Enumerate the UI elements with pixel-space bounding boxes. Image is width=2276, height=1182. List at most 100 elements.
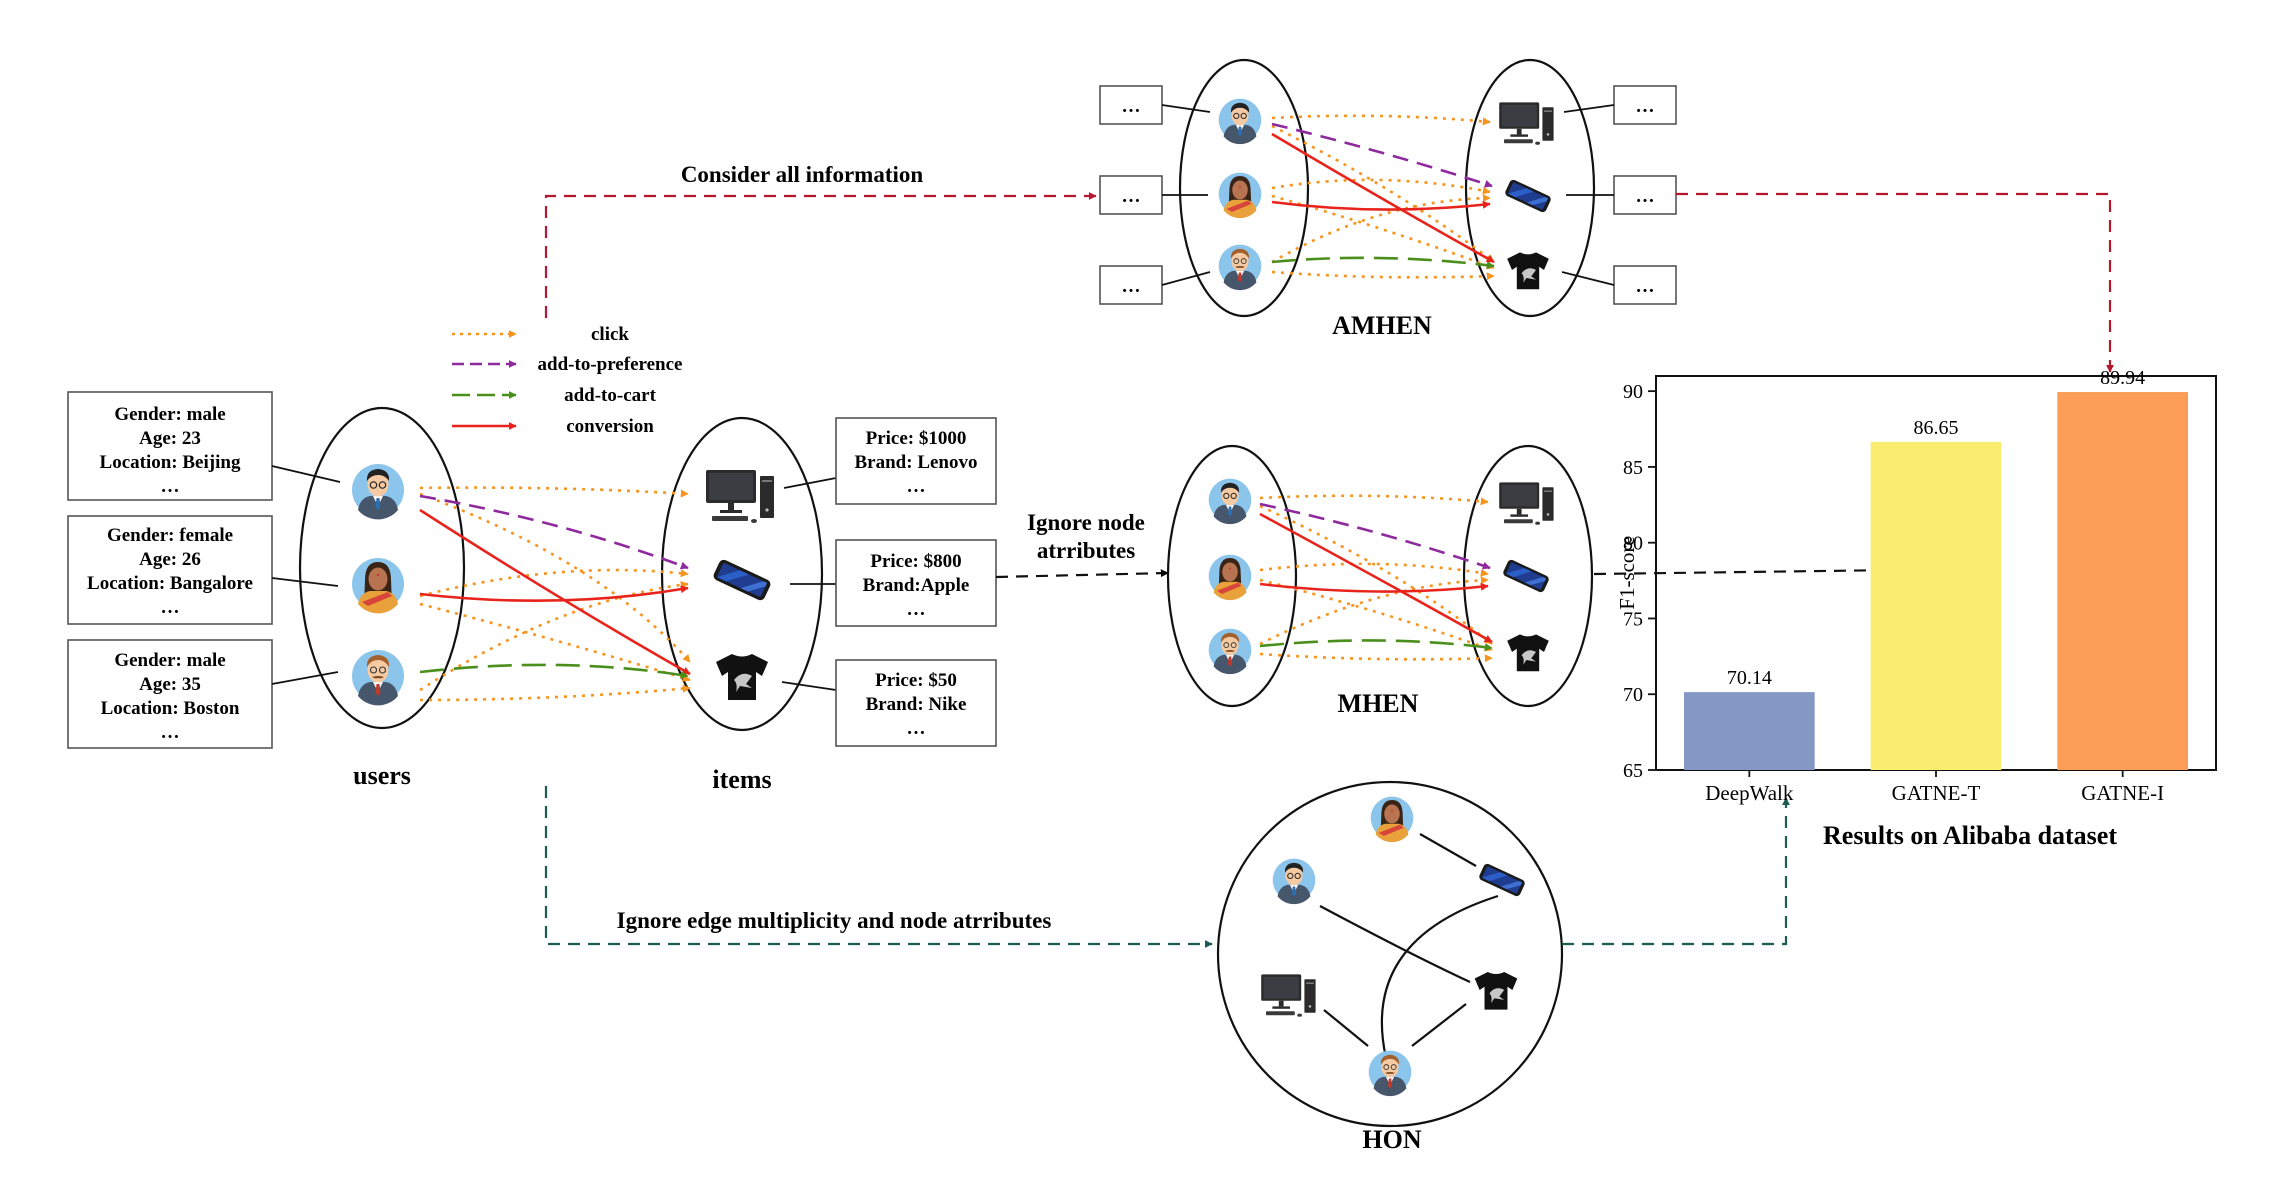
hon-label: HON xyxy=(1362,1125,1421,1154)
amhen-user-avatar-2 xyxy=(1218,172,1262,219)
mhen-users-group xyxy=(1166,444,1298,708)
y-tick-label-4: 85 xyxy=(1623,457,1643,479)
mhen-label: MHEN xyxy=(1338,689,1419,718)
amhen-items-group xyxy=(1464,58,1596,318)
arrow-hon-to-deepwalk xyxy=(1562,797,1790,946)
item-attr-1-line-2: Brand: Lenovo xyxy=(855,452,978,473)
user-avatar-1 xyxy=(351,463,405,520)
item-attr-2-line-3: … xyxy=(907,599,926,620)
tshirt-icon xyxy=(716,654,768,700)
hon-user-avatar-2 xyxy=(1370,796,1414,843)
arrow-ignore-edge-multiplicity xyxy=(544,786,1213,948)
user-attr-1-line-1: Gender: male xyxy=(114,404,225,425)
item-attr-1-line-3: … xyxy=(907,476,926,497)
user-attr-2-line-4: … xyxy=(161,597,180,618)
bar-deepwalk xyxy=(1684,692,1815,770)
left-edges xyxy=(419,486,691,702)
user-attr-1-line-3: Location: Beijing xyxy=(100,452,241,473)
mhen-edges xyxy=(1259,494,1493,663)
mhen-network: Ignore node atrributes MHEN xyxy=(995,444,1899,718)
y-tick-label-3: 80 xyxy=(1623,533,1643,555)
hon-phone-icon xyxy=(1477,862,1527,898)
hon-user-avatar-3 xyxy=(1368,1050,1412,1097)
chart-title: Results on Alibaba dataset xyxy=(1823,821,2117,850)
item-attr-box-2: Price: $800 Brand:Apple … xyxy=(835,539,997,627)
amhen-network: Consider all information … … … … … … xyxy=(544,58,2114,373)
amhen-tshirt-icon xyxy=(1507,252,1549,290)
user-attr-3-line-4: … xyxy=(161,722,180,743)
amhen-users-group xyxy=(1178,58,1310,318)
items-label: items xyxy=(712,765,771,794)
value-label-gatne-i: 89.94 xyxy=(2100,367,2145,389)
amhen-label: AMHEN xyxy=(1332,311,1432,340)
legend-conversion-label: conversion xyxy=(566,416,654,437)
mhen-user-avatar-2 xyxy=(1208,554,1252,601)
user-avatar-3 xyxy=(351,649,405,706)
y-tick-label-1: 70 xyxy=(1623,684,1643,706)
amhen-item-attr-1: … xyxy=(1636,96,1655,117)
arrow-ignore-node-attrs xyxy=(995,569,1169,579)
x-tick-label-gatne-t: GATNE-T xyxy=(1892,781,1981,805)
amhen-user-attr-1: … xyxy=(1122,96,1141,117)
item-attr-2-line-1: Price: $800 xyxy=(870,551,961,572)
value-label-gatne-t: 86.65 xyxy=(1914,417,1959,439)
users-label: users xyxy=(353,761,411,790)
y-tick-label-0: 65 xyxy=(1623,760,1643,782)
arrow-consider-all xyxy=(544,192,1097,318)
chart-y-axis-label: F1-score xyxy=(1615,536,1639,609)
legend-preference-label: add-to-preference xyxy=(538,354,683,375)
user-attr-box-2: Gender: female Age: 26 Location: Bangalo… xyxy=(67,515,273,625)
user-attr-1-line-4: … xyxy=(161,476,180,497)
user-avatar-2 xyxy=(352,558,404,614)
arrow-mhen-to-gatne-t xyxy=(1593,566,1899,576)
ignore-node-label-2: atrributes xyxy=(1037,538,1135,563)
item-attr-3-line-1: Price: $50 xyxy=(875,670,957,691)
user-attr-box-1: Gender: male Age: 23 Location: Beijing … xyxy=(67,391,273,501)
user-attr-2-line-1: Gender: female xyxy=(107,525,233,546)
hon-computer-icon xyxy=(1261,974,1316,1017)
bar-gatne-i xyxy=(2057,392,2188,770)
left-network: Gender: male Age: 23 Location: Beijing …… xyxy=(67,391,997,794)
x-tick-label-gatne-i: GATNE-I xyxy=(2081,781,2164,805)
x-tick-label-deepwalk: DeepWalk xyxy=(1705,781,1794,805)
amhen-user-attr-2: … xyxy=(1122,186,1141,207)
amhen-user-avatar-1 xyxy=(1218,98,1262,145)
amhen-user-attr-3: … xyxy=(1122,276,1141,297)
y-tick-label-2: 75 xyxy=(1623,608,1643,630)
user-attr-2-line-2: Age: 26 xyxy=(139,549,201,570)
amhen-item-attr-2: … xyxy=(1636,186,1655,207)
computer-icon xyxy=(706,470,774,523)
arrow-amhen-to-gatne-i xyxy=(1676,192,2114,373)
user-attr-3-line-2: Age: 35 xyxy=(139,674,201,695)
item-attr-2-line-2: Brand:Apple xyxy=(863,575,970,596)
user-attr-3-line-1: Gender: male xyxy=(114,650,225,671)
consider-all-label: Consider all information xyxy=(681,162,924,187)
item-attr-box-3: Price: $50 Brand: Nike … xyxy=(835,659,997,747)
ignore-edge-label: Ignore edge multiplicity and node atrrib… xyxy=(617,908,1052,933)
legend-cart-label: add-to-cart xyxy=(564,385,656,406)
ignore-node-label-1: Ignore node xyxy=(1027,510,1145,535)
mhen-computer-icon xyxy=(1499,482,1554,525)
user-attr-box-3: Gender: male Age: 35 Location: Boston … xyxy=(67,639,273,749)
users-group xyxy=(298,406,466,730)
item-attr-3-line-3: … xyxy=(907,718,926,739)
item-attr-box-1: Price: $1000 Brand: Lenovo … xyxy=(835,417,997,505)
user-attr-1-line-2: Age: 23 xyxy=(139,428,201,449)
value-label-deepwalk: 70.14 xyxy=(1727,667,1772,689)
amhen-computer-icon xyxy=(1499,102,1554,145)
amhen-user-avatar-3 xyxy=(1218,244,1262,291)
hon-edges xyxy=(1319,833,1499,1059)
mhen-user-avatar-3 xyxy=(1208,628,1252,675)
hon-graph xyxy=(1216,780,1564,1128)
mhen-tshirt-icon xyxy=(1507,634,1549,672)
mhen-phone-icon xyxy=(1501,558,1551,594)
amhen-phone-icon xyxy=(1503,178,1553,214)
item-attr-3-line-2: Brand: Nike xyxy=(866,694,967,715)
amhen-edges xyxy=(1271,114,1495,281)
user-attr-2-line-3: Location: Bangalore xyxy=(87,573,253,594)
mhen-user-avatar-1 xyxy=(1208,478,1252,525)
